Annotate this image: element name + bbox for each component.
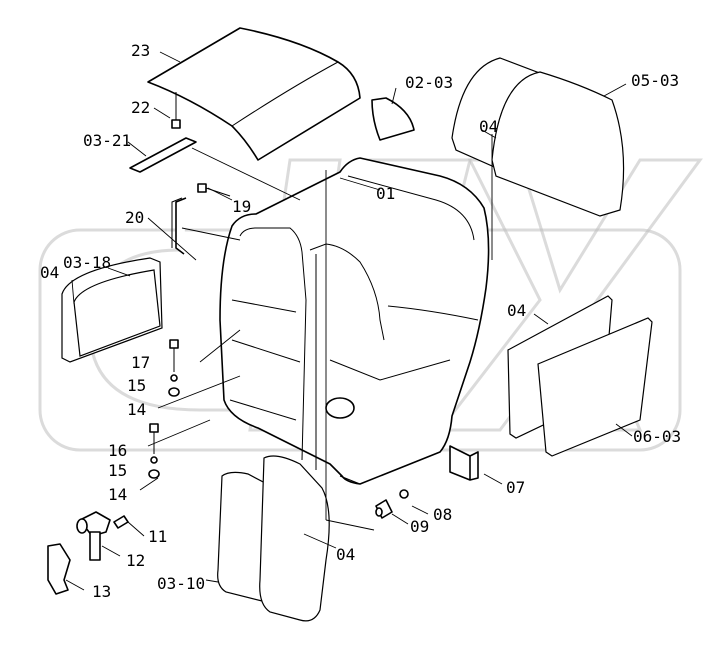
cab-frame <box>219 157 490 485</box>
side-glass-left <box>61 257 163 363</box>
door-lock <box>76 511 111 561</box>
label-13: 13 <box>92 582 111 601</box>
label-07: 07 <box>506 478 525 497</box>
handrail <box>171 197 187 255</box>
leader-lines <box>65 51 633 591</box>
label-03-10: 03-10 <box>157 574 205 593</box>
pin-09 <box>375 499 393 519</box>
label-14-lower: 14 <box>108 485 127 504</box>
label-04-right: 04 <box>507 301 526 320</box>
label-20: 20 <box>125 208 144 227</box>
label-17: 17 <box>131 353 150 372</box>
label-15-lower: 15 <box>108 461 127 480</box>
bolt-19 <box>197 183 231 197</box>
label-04-bottom: 04 <box>336 545 355 564</box>
label-03-21: 03-21 <box>83 131 131 150</box>
label-04-top: 04 <box>479 117 498 136</box>
part-labels: 23 22 03-21 19 20 03-18 04 17 15 14 16 1… <box>40 41 681 601</box>
label-15-upper: 15 <box>127 376 146 395</box>
label-11: 11 <box>148 527 167 546</box>
label-19: 19 <box>232 197 251 216</box>
label-08: 08 <box>433 505 452 524</box>
label-05-03: 05-03 <box>631 71 679 90</box>
label-12: 12 <box>126 551 145 570</box>
seal-strip <box>129 137 197 173</box>
deflector <box>371 97 415 141</box>
label-23: 23 <box>131 41 150 60</box>
door-glass <box>217 455 330 622</box>
label-16: 16 <box>108 441 127 460</box>
label-01: 01 <box>376 184 395 203</box>
roof-cover <box>147 27 361 161</box>
label-04-left: 04 <box>40 263 59 282</box>
hardware-upper <box>168 339 180 397</box>
latch-plate <box>47 543 71 595</box>
grommet-08 <box>399 489 409 499</box>
label-06-03: 06-03 <box>633 427 681 446</box>
bracket-07 <box>449 445 479 481</box>
bolt-22 <box>171 92 181 129</box>
label-22: 22 <box>131 98 150 117</box>
rear-glass <box>451 57 625 217</box>
label-14-upper: 14 <box>127 400 146 419</box>
label-03-18: 03-18 <box>63 253 111 272</box>
spring-11 <box>113 515 129 529</box>
right-glass <box>507 295 653 457</box>
label-09: 09 <box>410 517 429 536</box>
label-02-03: 02-03 <box>405 73 453 92</box>
